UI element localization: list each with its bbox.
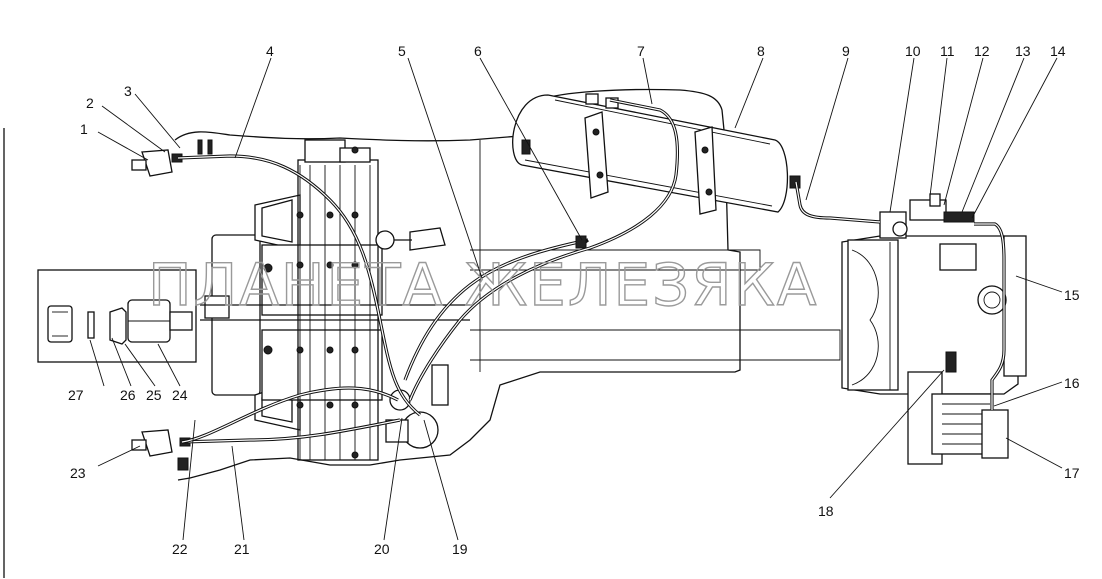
front-axle-assembly <box>200 139 470 461</box>
callout-3: 3 <box>124 83 132 99</box>
callout-16: 16 <box>1064 375 1080 391</box>
exploded-parts-panel <box>37 269 197 363</box>
leader-lines <box>89 57 1063 541</box>
callout-1: 1 <box>80 121 88 137</box>
callout-22: 22 <box>172 541 188 557</box>
callout-7: 7 <box>637 43 645 59</box>
callout-18: 18 <box>818 503 834 519</box>
callout-8: 8 <box>757 43 765 59</box>
callout-4: 4 <box>266 43 274 59</box>
callout-19: 19 <box>452 541 468 557</box>
callout-24: 24 <box>172 387 188 403</box>
callout-9: 9 <box>842 43 850 59</box>
callout-25: 25 <box>146 387 162 403</box>
callout-6: 6 <box>474 43 482 59</box>
callout-10: 10 <box>905 43 921 59</box>
watermark: ПЛАНЕТА ЖЕЛЕЗЯКА <box>148 251 818 319</box>
callout-12: 12 <box>974 43 990 59</box>
air-receiver <box>512 93 801 215</box>
front-fittings <box>131 139 449 471</box>
callout-15: 15 <box>1064 287 1080 303</box>
callout-2: 2 <box>86 95 94 111</box>
rear-axle-assembly <box>841 193 1027 465</box>
callout-23: 23 <box>70 465 86 481</box>
air-lines <box>177 98 1006 444</box>
callout-21: 21 <box>234 541 250 557</box>
callout-labels: 1 2 3 4 5 6 7 8 9 10 11 12 13 14 15 16 1… <box>68 43 1080 557</box>
callout-11: 11 <box>940 43 955 59</box>
callout-20: 20 <box>374 541 390 557</box>
callout-26: 26 <box>120 387 136 403</box>
callout-17: 17 <box>1064 465 1080 481</box>
callout-13: 13 <box>1015 43 1031 59</box>
callout-14: 14 <box>1050 43 1066 59</box>
callout-5: 5 <box>398 43 406 59</box>
callout-27: 27 <box>68 387 84 403</box>
